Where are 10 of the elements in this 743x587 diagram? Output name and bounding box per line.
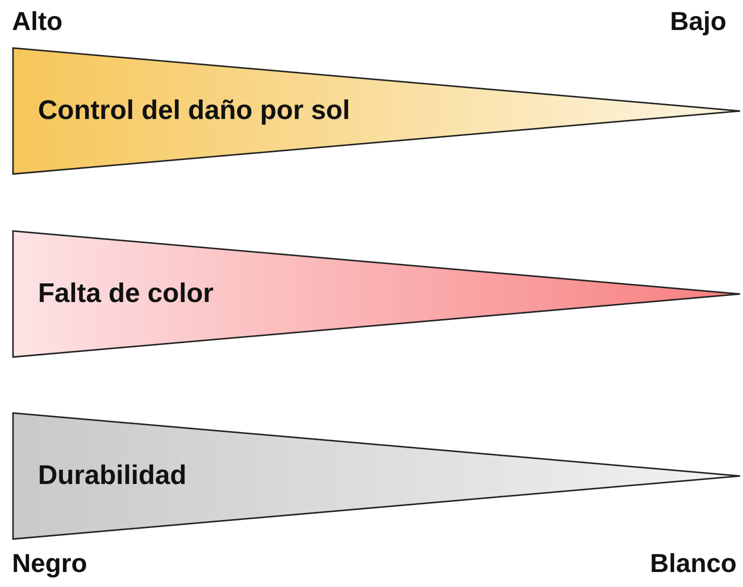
wedge-label: Falta de color	[38, 278, 214, 309]
scale-label: Alto	[12, 6, 63, 37]
scale-label: Negro	[12, 548, 88, 579]
wedge-label: Control del daño por sol	[38, 95, 350, 126]
wedge-shape	[12, 47, 741, 175]
wedge-shape	[12, 412, 741, 540]
scale-label: Bajo	[670, 6, 726, 37]
wedge-label: Durabilidad	[38, 460, 187, 491]
scale-label: Blanco	[650, 548, 737, 579]
wedge-shape	[12, 230, 741, 358]
